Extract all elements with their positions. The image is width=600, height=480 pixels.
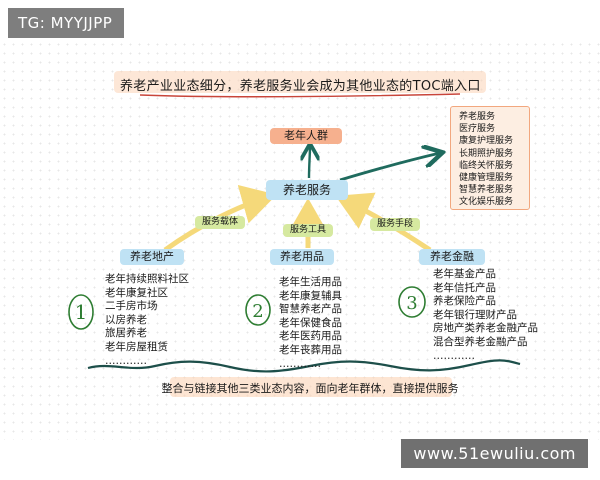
list-item: 老年持续照料社区 (105, 273, 189, 285)
service-item: 文化娱乐服务 (459, 197, 514, 208)
label-tool: 服务工具 (283, 224, 333, 237)
list-item: 老年医药用品 (279, 330, 342, 343)
list-item: ………… (433, 349, 475, 362)
node-real-estate: 养老地产 (120, 249, 184, 265)
list-item: 混合型养老金融产品 (433, 335, 528, 348)
node-core-service: 养老服务 (266, 180, 348, 200)
list-item: ………… (105, 354, 147, 367)
service-list-box: 养老服务 医疗服务 康复护理服务 长期照护服务 临终关怀服务 健康管理服务 智慧… (450, 106, 530, 210)
service-item: 长期照护服务 (459, 148, 514, 159)
service-item: 健康管理服务 (459, 173, 514, 184)
service-item: 临终关怀服务 (459, 160, 514, 171)
watermark-bottom: www.51ewuliu.com (401, 439, 588, 468)
node-products: 养老用品 (270, 249, 334, 265)
label-means: 服务手段 (370, 218, 420, 231)
circle-3 (398, 286, 426, 318)
watermark-top: TG: MYYJJPP (8, 8, 125, 38)
number-1: 1 (75, 300, 88, 324)
list-item: 养老保险产品 (433, 295, 496, 308)
number-3: 3 (406, 293, 417, 314)
list-item: 老年康复辅具 (279, 289, 342, 302)
arrow-to-elderly (309, 146, 310, 179)
list-item: 房地产类养老金融产品 (433, 322, 538, 335)
service-item: 医疗服务 (459, 124, 496, 135)
footer-summary: 整合与链接其他三类业态内容，面向老年群体，直接提供服务 (161, 382, 459, 395)
finance-list: 老年基金产品 老年信托产品 养老保险产品 老年银行理财产品 房地产类养老金融产品… (433, 268, 538, 363)
list-item: 旅居养老 (105, 327, 147, 340)
headline-highlight (114, 71, 486, 93)
headline: 养老产业业态细分，养老服务业会成为其他业态的TOC端入口 (120, 79, 481, 94)
node-elderly: 老年人群 (270, 128, 342, 144)
service-item: 养老服务 (459, 112, 496, 122)
list-item: ………… (279, 357, 321, 370)
real-estate-list: 老年持续照料社区 老年康复社区 二手房市场 以房养老 旅居养老 老年房屋租赁 …… (105, 273, 189, 368)
headline-underline (139, 93, 461, 98)
service-item: 智慧养老服务 (459, 185, 514, 196)
list-item: 老年康复社区 (105, 286, 168, 299)
list-item: 老年保健食品 (279, 316, 342, 329)
arrow-to-services (339, 153, 440, 182)
number-2: 2 (252, 301, 263, 322)
list-item: 以房养老 (105, 313, 147, 326)
list-item: 智慧养老产品 (279, 303, 342, 316)
node-finance: 养老金融 (419, 249, 485, 265)
products-list: 老年生活用品 老年康复辅具 智慧养老产品 老年保健食品 老年医药用品 老年丧葬用… (279, 276, 342, 371)
footer-highlight (170, 377, 452, 397)
list-item: 老年银行理财产品 (433, 308, 517, 321)
list-item: 老年基金产品 (433, 268, 496, 280)
list-item: 老年生活用品 (279, 276, 342, 288)
circle-2 (245, 294, 271, 326)
label-carrier: 服务载体 (195, 216, 245, 229)
wave-separator (87, 359, 521, 373)
service-item: 康复护理服务 (459, 136, 514, 147)
list-item: 老年房屋租赁 (105, 340, 168, 353)
circle-1 (68, 294, 94, 330)
list-item: 老年信托产品 (433, 281, 496, 294)
list-item: 老年丧葬用品 (279, 343, 342, 356)
list-item: 二手房市场 (105, 300, 158, 313)
